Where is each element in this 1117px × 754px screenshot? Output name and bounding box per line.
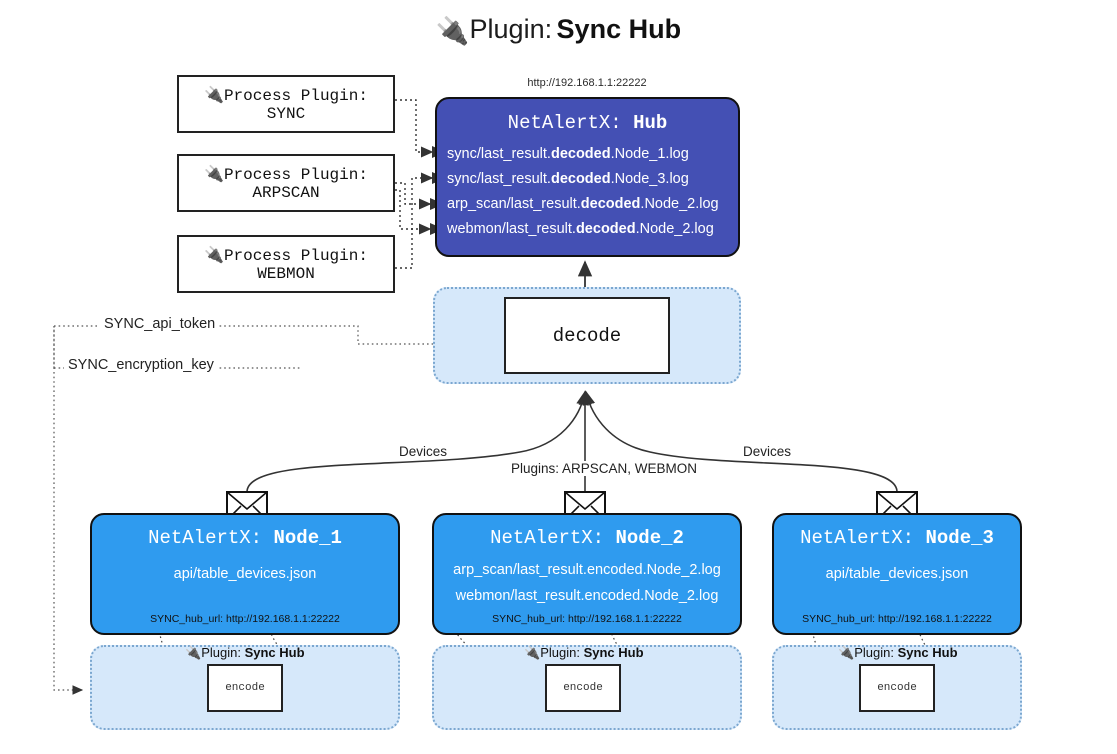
hub-file-list: sync/last_result.decoded.Node_1.log sync… [437, 142, 738, 242]
encode-box-3[interactable]: encode [859, 664, 935, 712]
node-title-name: Node_2 [615, 527, 684, 549]
hub-file-pre: arp_scan/last_result. [447, 196, 581, 212]
encoder-plugin-prefix: Plugin: [540, 645, 580, 660]
hub-file-row: sync/last_result.decoded.Node_3.log [447, 167, 738, 192]
node-file-line: arp_scan/last_result.encoded.Node_2.log [453, 562, 721, 578]
hub-title: NetAlertX: Hub [437, 112, 738, 134]
hub-file-mid: decoded [550, 146, 611, 162]
sync-api-token-label: SYNC_api_token [100, 316, 220, 332]
node-hub-url: SYNC_hub_url: http://192.168.1.1:22222 [802, 613, 992, 625]
node-1[interactable]: NetAlertX: Node_1 api/table_devices.json… [90, 513, 400, 635]
hub-file-pre: sync/last_result. [447, 146, 551, 162]
edge-label-devices-right: Devices [740, 444, 795, 459]
edge-encryption-key-to-encode [53, 326, 84, 695]
node-title: NetAlertX: Node_2 [434, 527, 740, 549]
process-plugin-name: WEBMON [257, 265, 315, 283]
process-plugin-webmon[interactable]: 🔌Process Plugin: WEBMON [177, 235, 395, 293]
plug-icon: 🔌 [204, 87, 224, 105]
encoder-plugin-name: Sync Hub [897, 645, 958, 660]
process-plugin-arpscan[interactable]: 🔌Process Plugin: ARPSCAN [177, 154, 395, 212]
hub-file-pre: sync/last_result. [447, 171, 551, 187]
process-plugin-name: SYNC [266, 105, 306, 123]
node-title-prefix: NetAlertX: [490, 527, 605, 549]
edge-node1-to-decode [246, 390, 589, 493]
encoder-plugin-name: Sync Hub [583, 645, 644, 660]
encoder-plugin-prefix: Plugin: [201, 645, 241, 660]
node-file-line: api/table_devices.json [825, 566, 969, 582]
node-title-name: Node_1 [273, 527, 342, 549]
edge-label-plugins-center: Plugins: ARPSCAN, WEBMON [508, 461, 701, 476]
hub-file-mid: decoded [575, 221, 636, 237]
page-title-prefix: Plugin: [469, 14, 553, 44]
hub-url: http://192.168.1.1:22222 [527, 77, 647, 89]
node-title: NetAlertX: Node_1 [92, 527, 398, 549]
edge-arpscan-to-hub-a [395, 182, 432, 210]
hub-file-mid: decoded [550, 171, 611, 187]
hub-file-row: sync/last_result.decoded.Node_1.log [447, 142, 738, 167]
edge-webmon-to-hub [395, 172, 434, 269]
node-hub-url: SYNC_hub_url: http://192.168.1.1:22222 [150, 613, 340, 625]
plug-icon: 🔌 [524, 645, 541, 660]
node-3[interactable]: NetAlertX: Node_3 api/table_devices.json… [772, 513, 1022, 635]
edge-label-devices-left: Devices [396, 444, 451, 459]
hub-title-prefix: NetAlertX: [507, 112, 622, 134]
process-plugin-label: Process Plugin: [223, 247, 368, 265]
encode-box-2[interactable]: encode [545, 664, 621, 712]
node-title-name: Node_3 [925, 527, 994, 549]
node-2[interactable]: NetAlertX: Node_2 arp_scan/last_result.e… [432, 513, 742, 635]
node-title: NetAlertX: Node_3 [774, 527, 1020, 549]
plug-icon: 🔌 [838, 645, 855, 660]
node-file-line: api/table_devices.json [173, 566, 317, 582]
encoder-plugin-prefix: Plugin: [854, 645, 894, 660]
node-hub-url: SYNC_hub_url: http://192.168.1.1:22222 [492, 613, 682, 625]
process-plugin-name: ARPSCAN [252, 184, 320, 202]
page-title-name: Sync Hub [556, 14, 682, 44]
node-title-prefix: NetAlertX: [148, 527, 263, 549]
hub-file-pre: webmon/last_result. [447, 221, 576, 237]
hub-node[interactable]: NetAlertX: Hub sync/last_result.decoded.… [435, 97, 740, 257]
hub-file-post: .Node_2.log [635, 221, 714, 237]
encode-container-1 [90, 645, 400, 730]
encoder-plugin-label-2: 🔌Plugin: Sync Hub [524, 645, 644, 661]
process-plugin-sync[interactable]: 🔌Process Plugin: SYNC [177, 75, 395, 133]
hub-file-row: webmon/last_result.decoded.Node_2.log [447, 217, 738, 242]
sync-encryption-key-label: SYNC_encryption_key [64, 357, 218, 373]
plug-icon: 🔌 [435, 16, 470, 46]
page-title: 🔌Plugin: Sync Hub [0, 14, 1117, 47]
process-plugin-label: Process Plugin: [223, 166, 368, 184]
edge-node3-to-decode [582, 390, 898, 493]
plug-icon: 🔌 [185, 645, 202, 660]
node-title-prefix: NetAlertX: [800, 527, 915, 549]
plug-icon: 🔌 [204, 166, 224, 184]
hub-file-post: .Node_2.log [640, 196, 719, 212]
hub-title-name: Hub [633, 112, 668, 134]
process-plugin-label: Process Plugin: [223, 87, 368, 105]
encoder-plugin-label-1: 🔌Plugin: Sync Hub [185, 645, 305, 661]
hub-file-post: .Node_1.log [610, 146, 689, 162]
encoder-plugin-label-3: 🔌Plugin: Sync Hub [838, 645, 958, 661]
encode-box-1[interactable]: encode [207, 664, 283, 712]
encoder-plugin-name: Sync Hub [244, 645, 305, 660]
edge-sync-to-hub [395, 99, 434, 158]
plug-icon: 🔌 [204, 247, 224, 265]
node-file-line: webmon/last_result.encoded.Node_2.log [455, 588, 719, 604]
hub-file-row: arp_scan/last_result.decoded.Node_2.log [447, 192, 738, 217]
decode-box[interactable]: decode [504, 297, 670, 374]
hub-file-mid: decoded [580, 196, 641, 212]
hub-file-post: .Node_3.log [610, 171, 689, 187]
